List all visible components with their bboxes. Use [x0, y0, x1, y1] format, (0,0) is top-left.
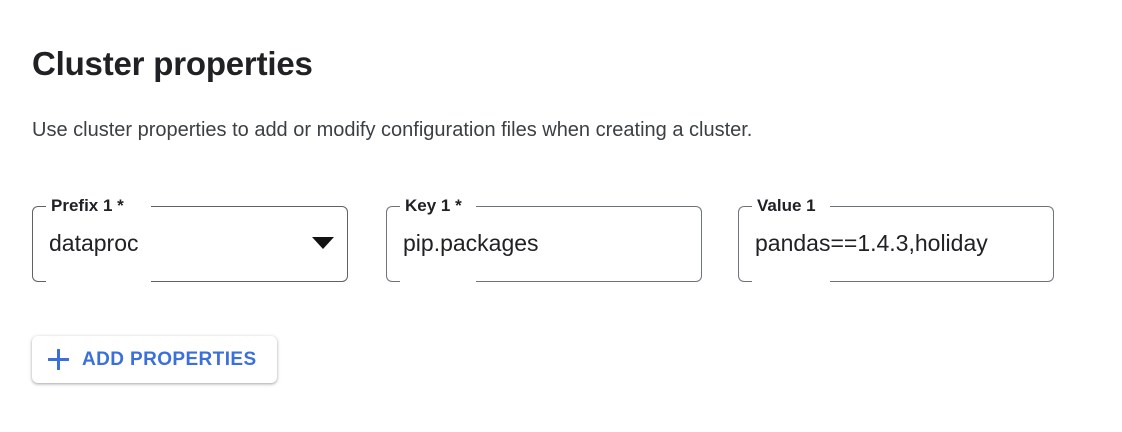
outline-leading: [738, 206, 752, 282]
dropdown-arrow-icon[interactable]: [312, 237, 334, 249]
page-description: Use cluster properties to add or modify …: [32, 119, 753, 141]
key-field-value: pip.packages: [403, 230, 539, 256]
outline-leading: [32, 206, 46, 282]
outline-leading: [386, 206, 400, 282]
plus-icon: [48, 349, 69, 370]
property-row-1: Prefix 1 * dataproc Key 1 * pip.packages…: [32, 196, 1090, 286]
value-field[interactable]: Value 1 pandas==1.4.3,holiday: [738, 196, 1054, 282]
key-field[interactable]: Key 1 * pip.packages: [386, 196, 702, 282]
value-field-label: Value 1: [753, 196, 821, 216]
page-title: Cluster properties: [32, 45, 313, 83]
add-properties-button[interactable]: ADD PROPERTIES: [32, 336, 277, 383]
prefix-field[interactable]: Prefix 1 * dataproc: [32, 196, 348, 282]
prefix-field-label: Prefix 1 *: [47, 196, 129, 216]
prefix-field-value: dataproc: [49, 230, 139, 256]
value-field-value: pandas==1.4.3,holiday: [755, 230, 988, 256]
key-field-label: Key 1 *: [401, 196, 467, 216]
add-properties-button-label: ADD PROPERTIES: [82, 348, 257, 370]
